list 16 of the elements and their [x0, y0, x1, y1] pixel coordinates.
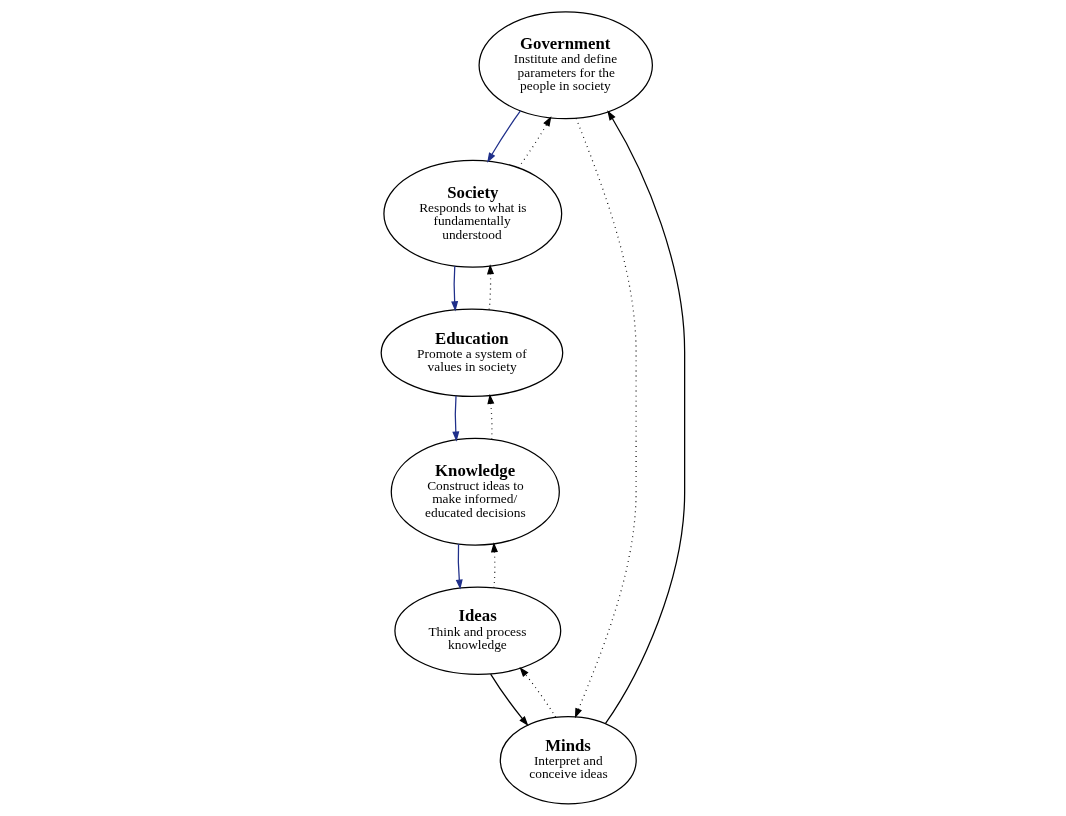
arrow: [487, 393, 495, 440]
node-ellipse: Knowledge Construct ideas to make informed/ educated decisions: [390, 437, 560, 546]
node-ellipse: Education Promote a system of values in society: [380, 308, 564, 397]
arrow: [604, 110, 686, 724]
arrow: [519, 667, 557, 718]
arrow: [574, 117, 637, 719]
arrow: [517, 116, 552, 169]
arrow: [486, 264, 495, 311]
arrow: [451, 265, 459, 312]
arrow: [487, 110, 522, 163]
arrow: [452, 395, 460, 442]
node-ellipse: Ideas Think and process knowledge: [394, 586, 562, 675]
node-ellipse: Society Responds to what is fundamentally understood: [383, 159, 563, 268]
arrow: [490, 673, 529, 727]
arrow: [455, 543, 463, 590]
arrow: [490, 542, 498, 589]
